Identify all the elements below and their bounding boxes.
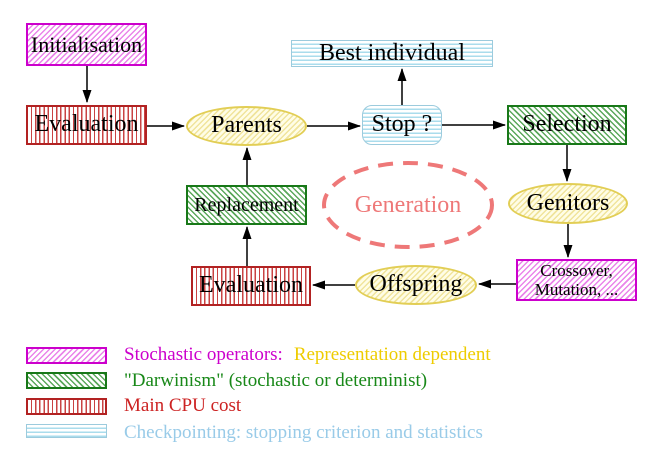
legend-swatch-darwinism (26, 372, 107, 389)
node-replacement: Replacement (186, 185, 307, 225)
replacement-label: Replacement (194, 193, 299, 216)
crossover-mutation-label: Crossover, Mutation, ... (535, 261, 619, 299)
node-selection: Selection (507, 105, 627, 145)
node-evaluation-top: Evaluation (26, 105, 147, 145)
node-best-individual: Best individual (291, 40, 493, 67)
best-individual-label: Best individual (319, 39, 465, 66)
legend-text-checkpointing: Checkpointing: stopping criterion and st… (124, 422, 483, 443)
legend-swatch-main-cpu-cost (26, 398, 107, 415)
initialisation-label: Initialisation (30, 31, 143, 57)
crossover-line: Crossover, (540, 261, 613, 280)
legend-text-darwinism: "Darwinism" (stochastic or determinist) (124, 370, 428, 391)
node-initialisation: Initialisation (26, 23, 147, 66)
legend-swatch-stochastic-operators (26, 347, 107, 364)
node-stop: Stop ? (362, 105, 442, 145)
node-genitors: Genitors (508, 183, 628, 224)
stop-label: Stop ? (371, 111, 433, 138)
parents-label: Parents (211, 112, 282, 139)
legend-representation-label: Representation dependent (293, 344, 491, 365)
genitors-label: Genitors (526, 189, 610, 216)
selection-label: Selection (522, 111, 612, 138)
node-crossover-mutation: Crossover, Mutation, ... (516, 259, 637, 301)
mutation-line: Mutation, ... (534, 280, 619, 299)
legend-text-stochastic-operators: Stochastic operators: Representation depe… (124, 345, 491, 365)
generation-label: Generation (354, 191, 462, 218)
generation-dashed-ellipse (322, 161, 494, 249)
offspring-label: Offspring (369, 271, 463, 298)
node-offspring: Offspring (355, 265, 477, 305)
evaluation-top-label: Evaluation (34, 111, 139, 138)
legend-stochastic-label: Stochastic operators: (124, 344, 283, 365)
node-parents: Parents (186, 106, 307, 146)
evaluation-bottom-label: Evaluation (199, 272, 303, 299)
legend-text-main-cpu-cost: Main CPU cost (124, 395, 242, 416)
node-evaluation-bottom: Evaluation (191, 266, 311, 306)
legend-swatch-checkpointing (26, 424, 107, 438)
